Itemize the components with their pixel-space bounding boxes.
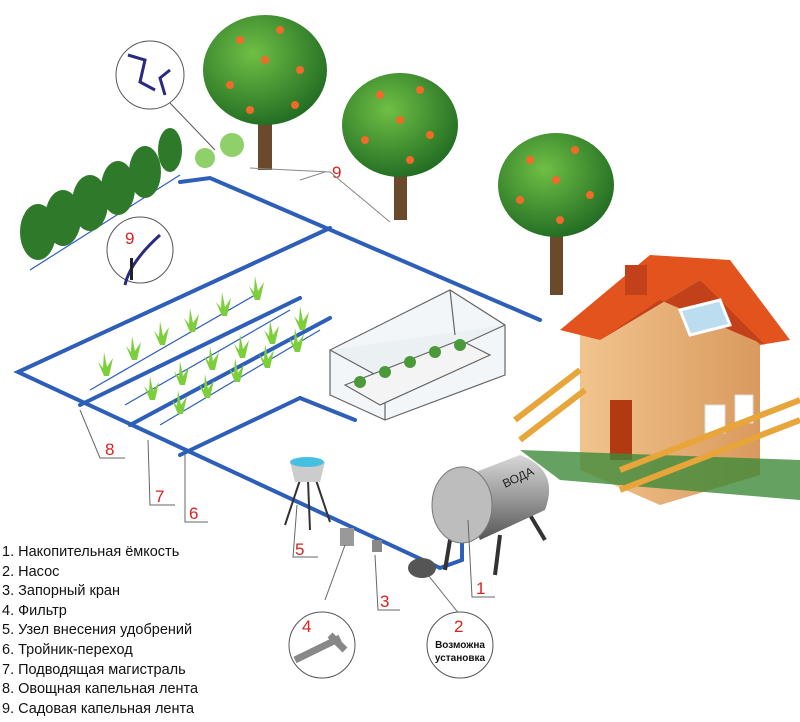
greenhouse-pipe: [178, 396, 302, 457]
callout-9a: 9: [125, 229, 134, 248]
filter: [340, 528, 354, 546]
legend-item: 6. Тройник-переход: [2, 641, 133, 658]
shutoff-valve: [372, 540, 382, 552]
callout-4: 4: [302, 617, 311, 636]
legend-item: 4. Фильтр: [2, 602, 67, 619]
legend: 1. Накопительная ёмкость 2. Насос 3. Зап…: [2, 543, 198, 719]
pump-note-line2: установка: [435, 653, 486, 664]
detail-circle-connector: [115, 40, 216, 151]
house: [513, 255, 800, 505]
legend-item: 3. Запорный кран: [2, 583, 120, 600]
callout-1: 1: [476, 579, 485, 598]
young-trees-row: [20, 128, 244, 260]
pipes: [13, 175, 542, 571]
filter-detail-circle: 4: [288, 611, 356, 679]
legend-item: 9. Садовая капельная лента: [2, 700, 195, 717]
greenhouse: [329, 289, 506, 421]
legend-item: 1. Накопительная ёмкость: [2, 544, 180, 560]
supply-main-pipe: [13, 226, 464, 571]
legend-item: 7. Подводящая магистраль: [2, 661, 186, 678]
callout-5: 5: [295, 540, 304, 559]
vegetable-pipe-1: [78, 296, 302, 407]
pump-detail-circle: 2 Возможна установка: [426, 611, 494, 679]
legend-item: 8. Овощная капельная лента: [2, 681, 199, 698]
callout-8: 8: [105, 440, 114, 459]
callout-3: 3: [380, 592, 389, 611]
pump: [408, 558, 436, 578]
vegetable-pipe-2: [128, 316, 332, 427]
fruit-tree: [203, 15, 327, 170]
fruit-tree: [342, 73, 458, 220]
callout-2: 2: [454, 617, 463, 636]
legend-item: 5. Узел внесения удобрений: [2, 622, 193, 639]
legend-item: 2. Насос: [2, 563, 60, 580]
fruit-tree: [498, 133, 614, 295]
fertilizer-unit: [284, 457, 331, 531]
callout-9b: 9: [332, 163, 341, 182]
detail-circle-9: [106, 216, 174, 286]
callout-7: 7: [155, 487, 164, 506]
pump-note-line1: Возможна: [435, 640, 485, 651]
garden-pipe: [178, 175, 542, 322]
callout-6: 6: [189, 504, 198, 523]
water-tank: ВОДА: [431, 455, 550, 576]
